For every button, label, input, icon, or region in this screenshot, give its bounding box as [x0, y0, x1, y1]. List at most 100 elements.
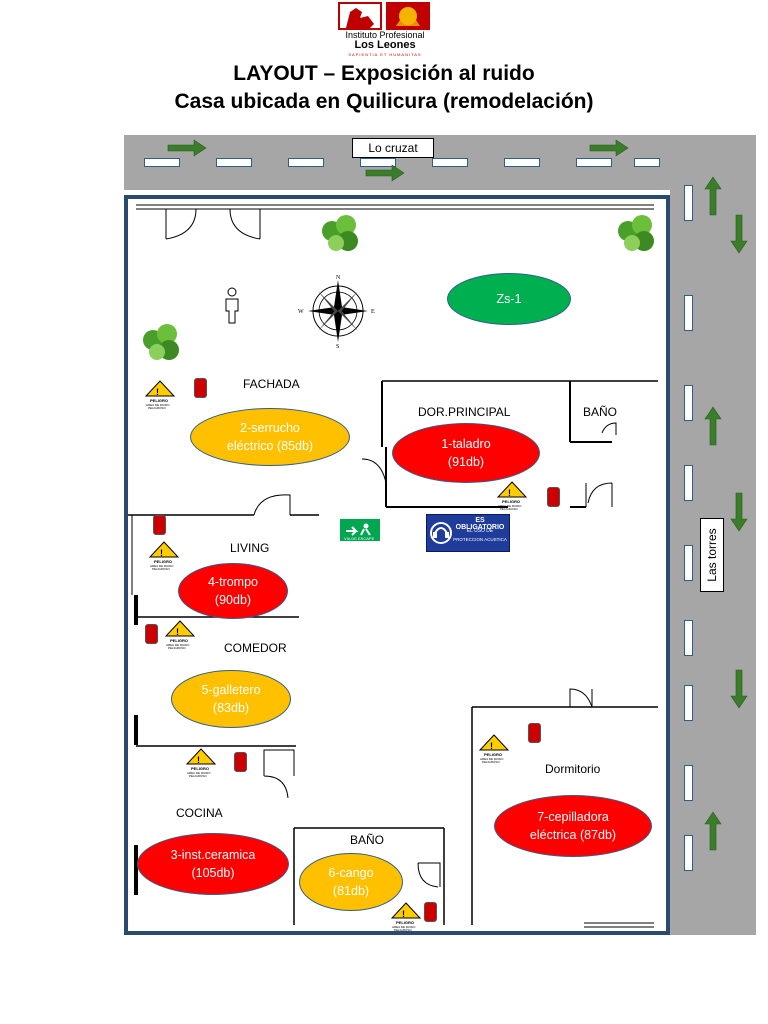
svg-text:AREA DE RUIDO: AREA DE RUIDO — [498, 504, 522, 508]
room-cocina: COCINA — [176, 806, 223, 820]
floor-plan-walls — [128, 204, 658, 928]
zone-4-line1: 4-trompo — [207, 575, 259, 589]
logo: Instituto Profesional Los Leones SAPIENT… — [338, 2, 432, 57]
svg-text:AREA DE RUIDO: AREA DE RUIDO — [146, 403, 170, 407]
zone-3-line1: 3-inst.ceramica — [170, 848, 256, 862]
extinguisher-icon — [153, 515, 166, 535]
arrow-icon — [730, 492, 748, 532]
traffic-arrows — [167, 139, 748, 851]
zone-7-cepilladora: 7-cepilladora eléctrica (87db) — [494, 795, 652, 857]
svg-text:!: ! — [160, 548, 163, 558]
svg-text:PELIGROSO: PELIGROSO — [168, 646, 186, 650]
tree-icon — [143, 324, 179, 360]
svg-text:!: ! — [197, 755, 200, 765]
svg-text:AREA DE RUIDO: AREA DE RUIDO — [480, 757, 504, 761]
compass-s: S — [336, 344, 339, 348]
svg-text:PELIGROSO: PELIGROSO — [394, 928, 412, 932]
svg-text:!: ! — [176, 627, 179, 637]
svg-text:!: ! — [402, 909, 405, 919]
svg-text:!: ! — [508, 488, 511, 498]
zone-1-line2: (91db) — [447, 455, 485, 469]
arrow-icon — [704, 176, 722, 216]
mandatory-line3: PROTECCION ACUSTICA — [453, 537, 507, 542]
exit-sign-icon: VIA DE ESCAPE — [340, 519, 380, 541]
mandatory-sign: ES OBLIGATORIO EL USO DE PROTECCION ACUS… — [426, 514, 510, 552]
svg-text:!: ! — [490, 741, 493, 751]
room-dor-principal: DOR.PRINCIPAL — [418, 405, 511, 419]
person-icon — [225, 287, 239, 324]
room-bano-2: BAÑO — [350, 833, 385, 847]
svg-text:!: ! — [156, 387, 159, 397]
zone-7-line2: eléctrica (87db) — [529, 828, 617, 842]
room-comedor: COMEDOR — [224, 641, 287, 655]
svg-text:AREA DE RUIDO: AREA DE RUIDO — [187, 771, 211, 775]
zone-4-line2: (90db) — [214, 593, 252, 607]
zone-3-inst-ceramica: 3-inst.ceramica(105db) — [137, 833, 289, 895]
svg-text:PELIGRO: PELIGRO — [154, 559, 172, 564]
zone-5-line1: 5-galletero — [201, 683, 261, 697]
zone-6-line2: (81db) — [332, 884, 370, 898]
arrow-icon — [730, 669, 748, 709]
mandatory-line1: ES OBLIGATORIO — [455, 517, 505, 531]
svg-text:AREA DE RUIDO: AREA DE RUIDO — [150, 564, 174, 568]
zone-2-serrucho: 2-serrucho eléctrico (85db) — [190, 408, 350, 466]
compass-n: N — [336, 275, 341, 281]
logo-line1: Instituto Profesional — [345, 30, 425, 40]
svg-text:PELIGRO: PELIGRO — [150, 398, 168, 403]
compass-icon: N S W E — [298, 275, 375, 348]
zone-1-taladro: 1-taladro (91db) — [392, 423, 540, 483]
svg-text:PELIGROSO: PELIGROSO — [500, 507, 518, 511]
arrow-icon — [704, 406, 722, 446]
svg-text:PELIGROSO: PELIGROSO — [189, 774, 207, 778]
extinguisher-icon — [424, 902, 437, 922]
zone-7-line1: 7-cepilladora — [537, 810, 609, 824]
zone-6-line1: 6-cango — [328, 866, 374, 880]
street-label-right: Las torres — [700, 518, 724, 592]
tree-icon — [618, 215, 654, 251]
extinguisher-icon — [234, 752, 247, 772]
svg-text:PELIGRO: PELIGRO — [396, 920, 414, 925]
room-bano-1: BAÑO — [583, 405, 618, 419]
zone-5-line2: (83db) — [212, 701, 250, 715]
arrow-icon — [589, 139, 629, 157]
logo-motto: SAPIENTIA ET HUMANITAS — [348, 52, 422, 57]
lion-icon — [386, 2, 430, 30]
svg-text:PELIGRO: PELIGRO — [502, 499, 520, 504]
compass-w: W — [298, 309, 304, 315]
zone-4-trompo: 4-trompo (90db) — [178, 563, 288, 619]
zone-1-line1: 1-taladro — [441, 437, 491, 451]
arrow-icon — [167, 139, 207, 157]
extinguisher-icon — [547, 487, 560, 507]
compass-e: E — [371, 309, 375, 315]
svg-text:PELIGRO: PELIGRO — [191, 766, 209, 771]
zone-zs1-line1: Zs-1 — [496, 292, 522, 306]
logo-line2: Los Leones — [354, 39, 416, 51]
svg-text:PELIGROSO: PELIGROSO — [148, 406, 166, 410]
svg-text:PELIGRO: PELIGRO — [170, 638, 188, 643]
room-fachada: FACHADA — [243, 377, 300, 391]
extinguisher-icon — [528, 723, 541, 743]
street-label-top: Lo cruzat — [352, 138, 434, 158]
title-line2: Casa ubicada en Quilicura (remodelación) — [174, 90, 594, 113]
svg-text:PELIGROSO: PELIGROSO — [152, 567, 170, 571]
room-living: LIVING — [230, 541, 270, 555]
arrow-icon — [730, 214, 748, 254]
mandatory-line2: EL USO DE — [466, 528, 494, 534]
svg-text:PELIGRO: PELIGRO — [484, 752, 502, 757]
title-line1: LAYOUT – Exposición al ruido — [233, 62, 535, 85]
zone-2-line2: eléctrico (85db) — [226, 439, 314, 453]
svg-text:VIA DE ESCAPE: VIA DE ESCAPE — [344, 536, 375, 541]
tree-icon — [322, 215, 358, 251]
zone-2-line1: 2-serrucho — [240, 421, 300, 435]
logo-icon — [338, 2, 382, 30]
room-dormitorio: Dormitorio — [545, 762, 601, 776]
zone-zs1: Zs-1 — [447, 273, 571, 325]
zone-6-cango: 6-cango (81db) — [299, 853, 403, 911]
